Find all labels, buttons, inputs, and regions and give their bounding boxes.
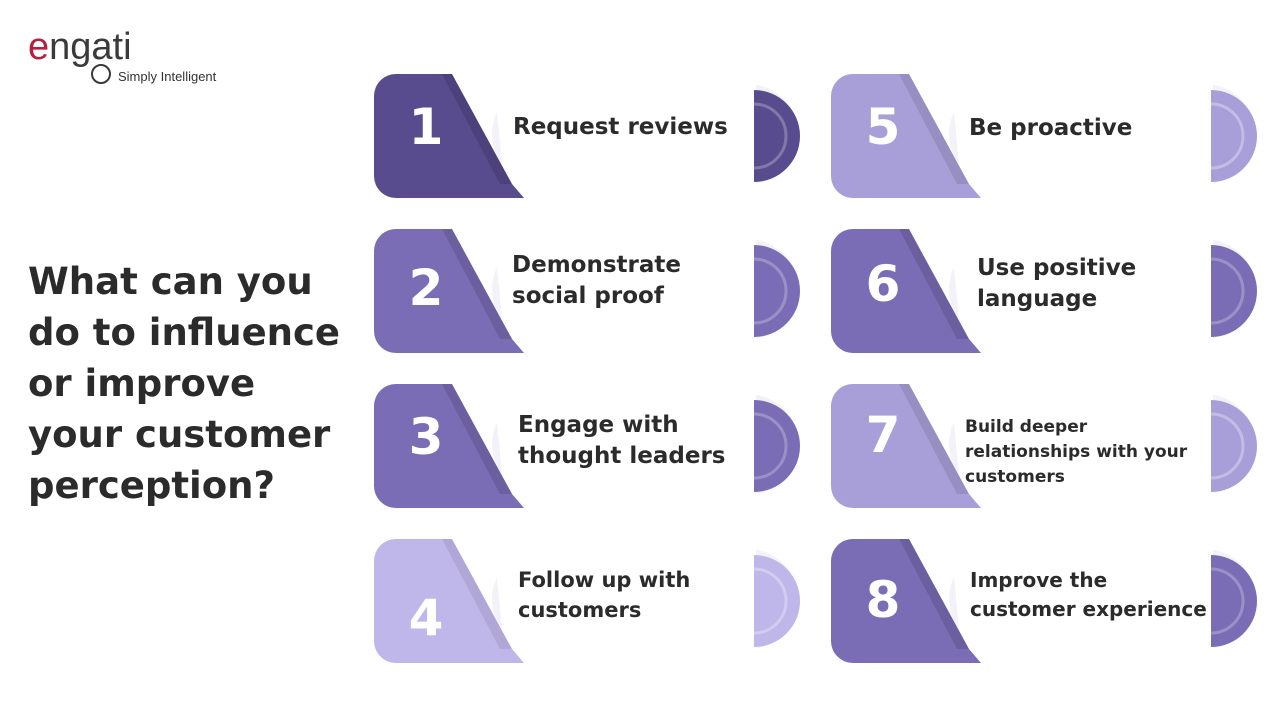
step-card-shape (831, 539, 1257, 663)
step-card-shape (831, 74, 1257, 198)
step-card-4: 4 Follow up with customers (374, 539, 804, 663)
step-number: 8 (865, 571, 901, 629)
step-label: Demonstrate social proof (512, 252, 681, 309)
logo-tagline: Simply Intelligent (118, 69, 217, 84)
step-card-8: 8 Improve the customer experience (831, 539, 1261, 663)
logo-e-glyph: e (28, 26, 50, 68)
step-card-shape (831, 229, 1257, 353)
step-card-6: 6 Use positive language (831, 229, 1261, 353)
step-card-shape (374, 539, 800, 663)
step-number: 7 (865, 406, 901, 464)
logo-wordmark: ngati (49, 26, 132, 68)
step-label: Build deeper relationships with your cus… (965, 417, 1188, 487)
step-number: 5 (865, 98, 901, 156)
step-label: Follow up with customers (518, 568, 691, 622)
step-number: 3 (408, 408, 444, 466)
end-cap (754, 90, 800, 182)
logo-ring-icon (91, 64, 111, 84)
step-card-7: 7 Build deeper relationships with your c… (831, 384, 1261, 508)
step-card-shape (831, 384, 1257, 508)
step-label: Engage with thought leaders (518, 412, 726, 469)
step-label: Use positive language (977, 255, 1137, 312)
step-number: 2 (408, 259, 444, 317)
step-label: Request reviews (513, 114, 728, 140)
step-card-shape (374, 384, 800, 508)
page-title: What can you do to influence or improve … (28, 260, 341, 507)
step-label: Improve the customer experience (970, 568, 1207, 621)
step-card-1: 1 Request reviews (374, 74, 804, 198)
engati-logo: engati Simply Intelligent (28, 28, 238, 88)
step-card-2: 2 Demonstrate social proof (374, 229, 804, 353)
step-label: Be proactive (969, 115, 1133, 141)
step-number: 1 (408, 98, 444, 156)
step-card-shape (374, 74, 800, 198)
step-number: 6 (865, 255, 901, 313)
step-number: 4 (408, 589, 444, 647)
step-card-shape (374, 229, 800, 353)
step-card-5: 5 Be proactive (831, 74, 1261, 198)
step-card-3: 3 Engage with thought leaders (374, 384, 804, 508)
